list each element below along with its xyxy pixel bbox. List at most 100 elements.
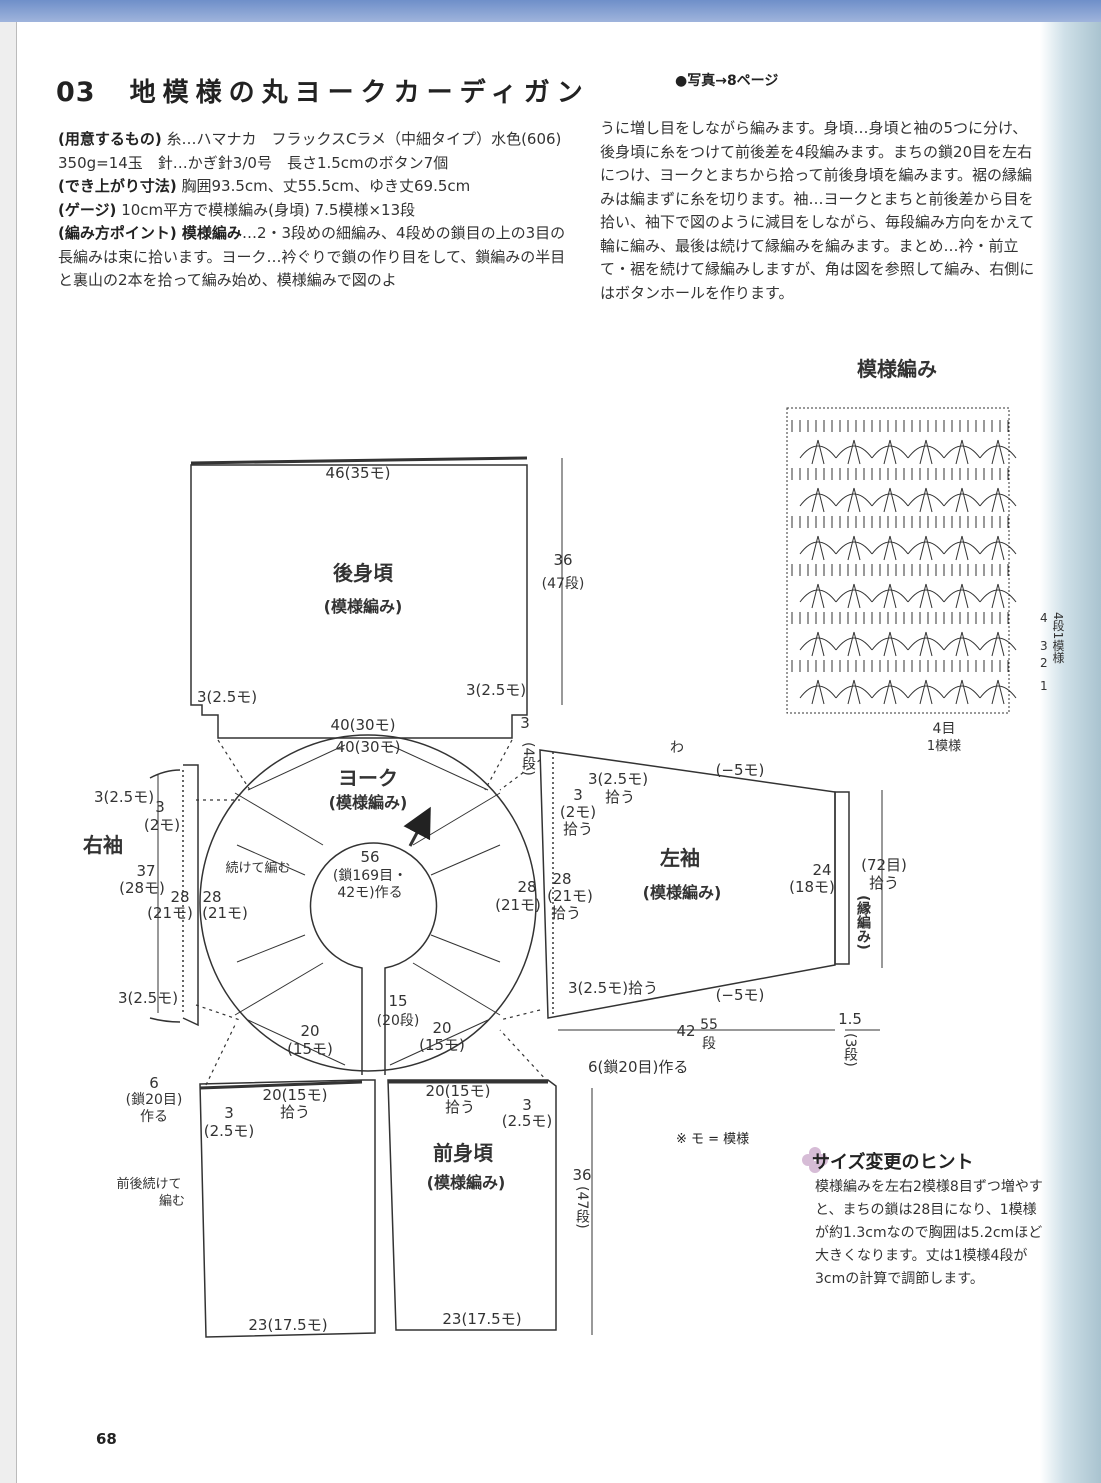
- left-sleeve-ring: わ: [670, 740, 684, 756]
- right-front-gusset: 3: [224, 1104, 234, 1122]
- dotted-connectors: [195, 739, 549, 1086]
- page-title: 03 地模様の丸ヨークカーディガン: [56, 72, 590, 109]
- stitch-chart-width: 4目: [933, 721, 956, 737]
- abbreviation-note: ※ モ = 模様: [676, 1132, 750, 1147]
- back-height-rows: (47段): [542, 576, 585, 592]
- right-front-chain-sub: (鎖20目): [126, 1092, 183, 1108]
- left-front-bottom: 23(17.5モ): [442, 1310, 521, 1328]
- back-top-edge: [190, 456, 528, 465]
- right-front-gusset-sub: (2.5モ): [204, 1122, 255, 1140]
- cuff-edge-rows: (3段): [842, 1033, 858, 1067]
- chart-row-3: 3: [1040, 639, 1048, 653]
- left-front-outline: [387, 1079, 557, 1331]
- back-body-outline: [190, 464, 528, 739]
- right-sleeve-notch-bottom: 3(2.5モ): [118, 989, 178, 1007]
- left-sleeve-pick-bottom: 3(2.5モ)拾う: [568, 979, 658, 997]
- right-sleeve-width: 28: [170, 888, 189, 906]
- yoke-top-width: 40(30モ): [336, 738, 401, 756]
- instructions-left-column: (用意するもの) 糸…ハマナカ フラックスCラメ（中細タイプ）水色(606) 3…: [58, 128, 578, 293]
- front-height: 36: [572, 1166, 591, 1184]
- left-sleeve-pick-mid: 3: [573, 786, 583, 804]
- left-sleeve-cuff-pick-sub: 拾う: [869, 874, 899, 892]
- yoke-center-size: 56: [360, 848, 379, 866]
- left-front-pick: 20(15モ): [426, 1082, 491, 1100]
- right-sleeve-inc: 3: [155, 798, 165, 816]
- stitch-chart: [786, 407, 1017, 714]
- instructions-right-column: うに増し目をしながら編みます。身頃…身頃と袖の5つに分け、後身頃に糸をつけて前後…: [600, 117, 1040, 305]
- instruction-gauge: (ゲージ) 10cm平方で模様編み(身頃) 7.5模様×13段: [58, 200, 416, 219]
- right-sleeve-name: 右袖: [83, 833, 123, 857]
- right-front-pick: 20(15モ): [263, 1086, 328, 1104]
- left-sleeve-cuff-sub: (18モ): [789, 878, 835, 896]
- chart-row-2: 2: [1040, 656, 1048, 670]
- left-sleeve-cuff: [834, 791, 850, 965]
- page-number: 68: [96, 1430, 117, 1448]
- instruction-continued: うに増し目をしながら編みます。身頃…身頃と袖の5つに分け、後身頃に糸をつけて前後…: [600, 119, 1035, 302]
- instruction-finished-size: (でき上がり寸法) 胸囲93.5cm、丈55.5cm、ゆき丈69.5cm: [58, 177, 471, 195]
- left-sleeve-pick-top-sub: 拾う: [605, 788, 635, 806]
- window-top-bar: [0, 0, 1101, 22]
- left-sleeve-dec-top: (−5モ): [716, 761, 765, 779]
- yoke-bottom-right: 20: [432, 1019, 451, 1037]
- page-left-edge: [0, 22, 17, 1483]
- right-sleeve-notch-top: 3(2.5モ): [94, 788, 154, 806]
- pattern-number: 03: [56, 77, 96, 108]
- front-body-name: 前身頃: [433, 1141, 494, 1165]
- size-hint-body: 模様編みを左右2模様8目ずつ増やすと、まちの鎖は28目になり、1模様が約1.3c…: [815, 1179, 1043, 1287]
- left-front-gusset-sub: (2.5モ): [502, 1112, 553, 1130]
- back-left-notch: 3(2.5モ): [197, 688, 257, 706]
- back-right-notch: 3(2.5モ): [466, 681, 526, 699]
- right-sleeve-outline: [182, 764, 199, 1027]
- yoke-bottom-left: 20: [300, 1022, 319, 1040]
- yoke-bottom-left-sub: (15モ): [287, 1040, 333, 1058]
- left-sleeve-cuff-pick: (72目): [861, 856, 907, 874]
- instruction-points: (編み方ポイント) 模様編み…2・3段めの細編み、4段めの鎖目の上の3目の長編み…: [58, 224, 566, 289]
- stitch-chart-title: 模様編み: [857, 357, 937, 381]
- yoke-name: ヨーク: [338, 766, 398, 790]
- left-sleeve-length-rows: 55: [700, 1017, 718, 1033]
- right-front-bottom: 23(17.5モ): [248, 1316, 327, 1334]
- yoke-guides: [234, 744, 501, 1066]
- back-bottom-width: 40(30モ): [331, 716, 396, 734]
- back-height: 36: [553, 551, 572, 569]
- left-sleeve-stitch: (模様編み): [643, 883, 722, 902]
- back-body-name: 後身頃: [333, 561, 394, 585]
- left-sleeve-edge: (縁編み): [855, 895, 871, 950]
- left-sleeve-length: 42: [676, 1022, 695, 1040]
- yoke-start-arrow: [403, 806, 431, 847]
- yoke-inner-opening: [309, 842, 438, 1075]
- left-sleeve-dec-bottom: (−5モ): [716, 986, 765, 1004]
- right-front-outline: [199, 1079, 376, 1338]
- left-front-chain: 6(鎖20目)作る: [588, 1058, 688, 1076]
- left-sleeve-pick-top: 3(2.5モ): [588, 770, 648, 788]
- instruction-materials: (用意するもの) 糸…ハマナカ フラックスCラメ（中細タイプ）水色(606) 3…: [58, 130, 562, 172]
- front-height-rows: (47段): [574, 1186, 590, 1229]
- left-sleeve-side: 28: [552, 870, 571, 888]
- right-front-continue2: 編む: [159, 1193, 185, 1209]
- back-top-width: 46(35モ): [326, 464, 391, 482]
- left-front-gusset: 3: [522, 1096, 532, 1114]
- right-front-chain-sub2: 作る: [140, 1109, 168, 1125]
- right-front-continue: 前後続けて: [116, 1176, 181, 1192]
- dimension-lines: [157, 458, 883, 1335]
- pattern-title: 地模様の丸ヨークカーディガン: [129, 78, 590, 108]
- left-sleeve-length-rows-sub: 段: [702, 1036, 716, 1052]
- photo-reference: ●写真→8ページ: [675, 73, 779, 89]
- left-sleeve-pick-mid-sub: (2モ): [560, 803, 596, 821]
- right-front-pick-sub: 拾う: [280, 1103, 310, 1121]
- cuff-edge-height: 1.5: [838, 1010, 862, 1028]
- back-diff: 3: [520, 714, 530, 732]
- yoke-bottom-right-sub: (15モ): [419, 1036, 465, 1054]
- yoke-right-side: 28: [517, 878, 536, 896]
- right-sleeve-length: 37: [136, 862, 155, 880]
- yoke-center-chain: (鎖169目・: [333, 868, 407, 884]
- yoke-right-side-sub: (21モ): [495, 896, 541, 914]
- back-diff-rows: (4段): [520, 742, 536, 776]
- stitch-chart-width2: 1模様: [927, 739, 961, 754]
- front-body-stitch: (模様編み): [427, 1173, 506, 1192]
- front-gap: 15: [388, 992, 407, 1010]
- yoke-continue-label: 続けて編む: [225, 860, 290, 876]
- stitch-chart-repeat: 4段1模様: [1051, 612, 1065, 663]
- left-front-pick-sub: 拾う: [445, 1098, 475, 1116]
